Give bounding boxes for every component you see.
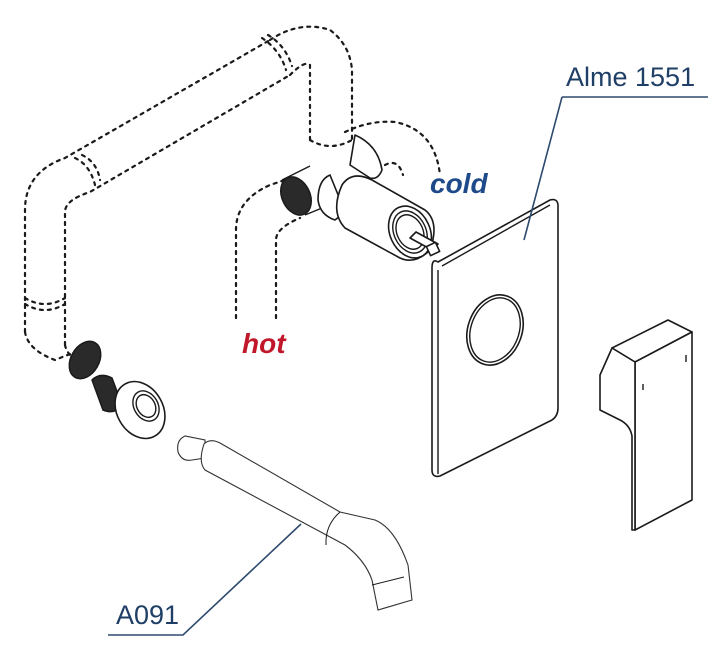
concealed-pipework — [23, 25, 442, 367]
hot-supply-label: hot — [242, 328, 286, 359]
spout-connector — [68, 340, 166, 440]
leader-line-a091 — [108, 523, 302, 636]
spout — [177, 435, 413, 611]
leader-line-alme-diag — [523, 96, 563, 241]
part-label-alme-1551: Alme 1551 — [566, 62, 696, 92]
mixer-cartridge — [317, 134, 441, 261]
part-label-a091: A091 — [116, 600, 180, 630]
lever-handle — [599, 319, 693, 531]
cold-supply-label: cold — [430, 168, 488, 199]
faceplate — [431, 198, 559, 478]
